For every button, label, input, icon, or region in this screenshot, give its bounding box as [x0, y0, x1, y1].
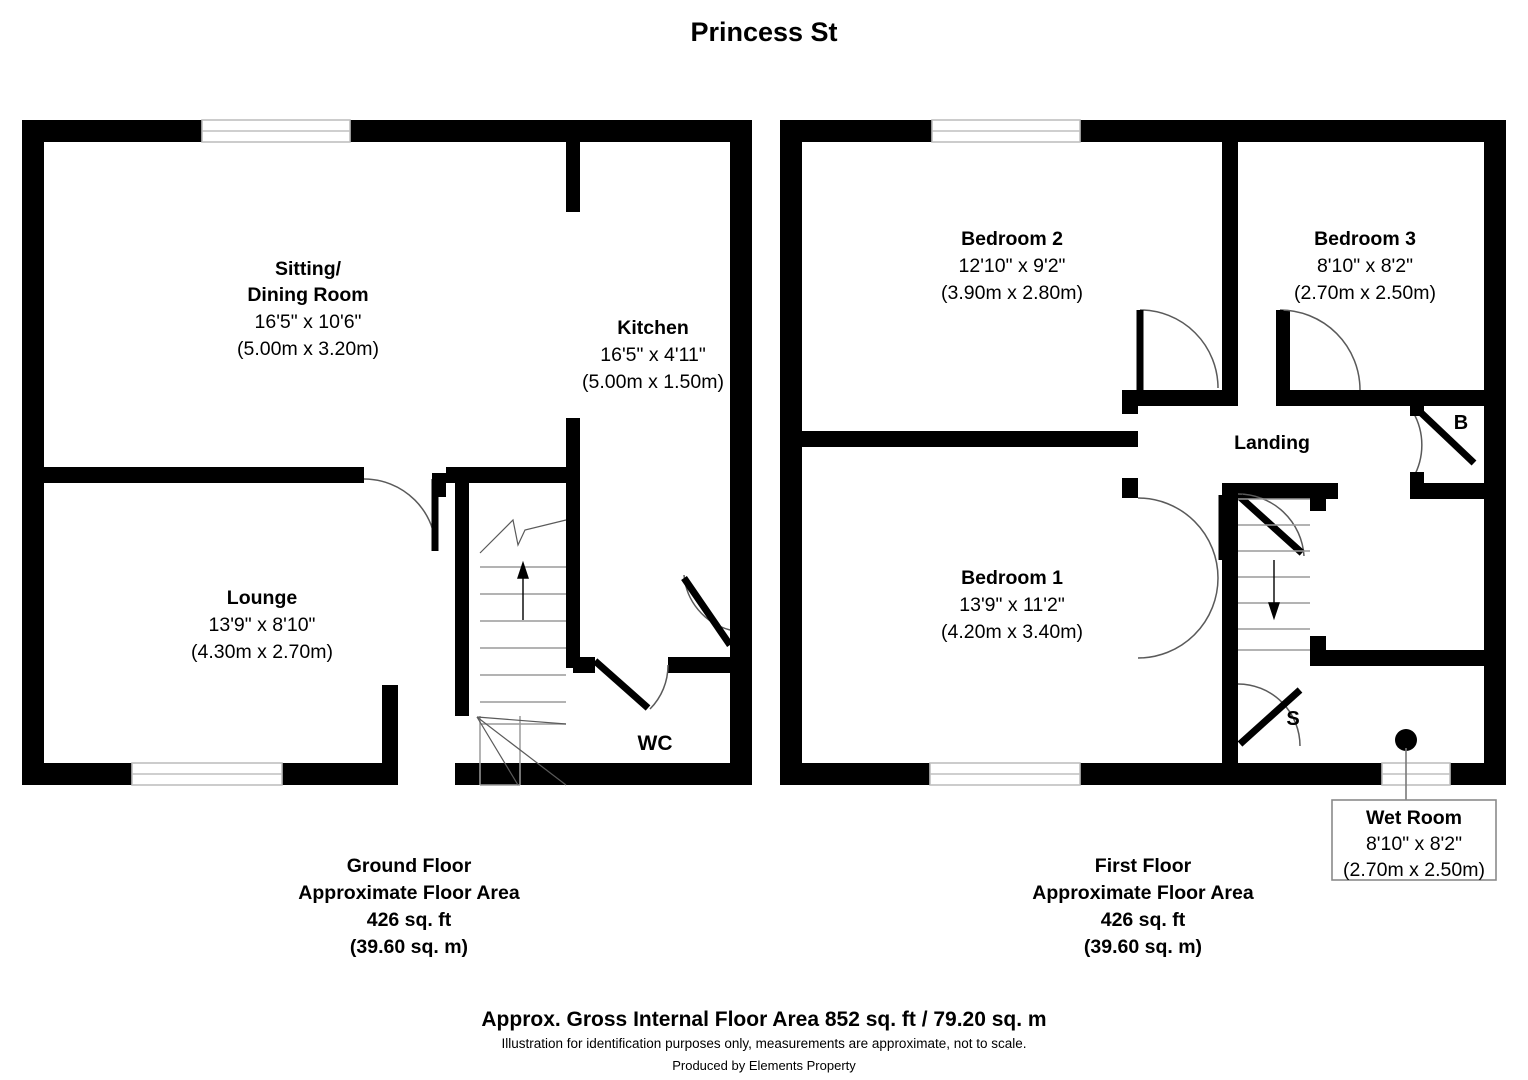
wet-room-dim-metric: (2.70m x 2.50m) — [1343, 859, 1485, 881]
kitchen-label: Kitchen — [617, 317, 689, 339]
ground-partition-stairwall-left — [455, 473, 469, 716]
first-staircase — [1238, 498, 1310, 651]
first-bathroom-jamb-top — [1410, 396, 1424, 416]
bedroom-1-dim-metric: (4.20m x 3.40m) — [941, 621, 1083, 643]
first-landing-jog-left — [1122, 390, 1138, 414]
lounge-door-arc — [363, 478, 437, 552]
ground-floor-plan: Sitting/ Dining Room 16'5" x 10'6" (5.00… — [22, 119, 752, 958]
ground-footer-line3: 426 sq. ft — [367, 909, 452, 931]
kitchen-dim-imperial: 16'5" x 4'11" — [600, 344, 706, 366]
first-window-bottom-large — [929, 762, 1081, 786]
first-footer-line1: First Floor — [1095, 855, 1192, 877]
wet-room-label: Wet Room — [1366, 807, 1462, 829]
ground-footer-line4: (39.60 sq. m) — [350, 936, 468, 958]
ground-floor-walls — [22, 120, 752, 785]
first-landing-outer-jamb-top — [1106, 431, 1122, 447]
lounge-dim-metric: (4.30m x 2.70m) — [191, 641, 333, 663]
bedroom-3-door-arc — [1279, 309, 1361, 391]
ground-floor-area-footer: Ground Floor Approximate Floor Area 426 … — [298, 855, 520, 958]
first-floor-walls — [780, 120, 1506, 785]
wet-room-dim-imperial: 8'10" x 8'2" — [1366, 833, 1462, 855]
first-landing-wall-top-stub — [1276, 390, 1290, 406]
disclaimer-text: Illustration for identification purposes… — [501, 1036, 1026, 1051]
first-bathroom-jamb-bottom — [1410, 472, 1424, 492]
ground-window-top — [201, 119, 351, 143]
first-landing-wall-bottom-right — [1410, 483, 1506, 499]
first-stairwell-wall-left — [1222, 483, 1238, 765]
ground-window-bottom — [131, 762, 283, 786]
first-floor-area-footer: First Floor Approximate Floor Area 426 s… — [1032, 855, 1254, 958]
first-landing-jamb-b — [1122, 478, 1138, 498]
first-landing-wall-top-left — [1138, 390, 1238, 406]
first-floor-labels: Bedroom 2 12'10" x 9'2" (3.90m x 2.80m) … — [941, 228, 1468, 730]
ground-wall-stub-right — [730, 643, 752, 673]
wc-label: WC — [638, 732, 673, 755]
ground-partition-kitchen-mid — [566, 418, 580, 668]
first-floor-plan: Wet Room 8'10" x 8'2" (2.70m x 2.50m) Be… — [780, 119, 1506, 958]
ground-footer-line1: Ground Floor — [347, 855, 472, 877]
lounge-dim-imperial: 13'9" x 8'10" — [209, 614, 316, 636]
first-partition-bed2-bed3 — [1222, 142, 1238, 390]
lounge-label: Lounge — [227, 587, 298, 609]
bedroom-2-label: Bedroom 2 — [961, 228, 1063, 250]
page-footer: Approx. Gross Internal Floor Area 852 sq… — [481, 1008, 1046, 1073]
first-window-top — [931, 119, 1081, 143]
sitting-dining-room-dim-metric: (5.00m x 3.20m) — [237, 338, 379, 360]
ground-partition-stairwall-top — [446, 467, 580, 483]
store-door-leaf — [1237, 687, 1303, 747]
first-footer-line4: (39.60 sq. m) — [1084, 936, 1202, 958]
wc-door-leaf — [592, 658, 651, 711]
ground-floor-labels: Sitting/ Dining Room 16'5" x 10'6" (5.00… — [191, 258, 724, 755]
first-window-bottom-small — [1381, 762, 1451, 786]
sitting-dining-room-label-2: Dining Room — [247, 284, 368, 306]
bedroom-3-label: Bedroom 3 — [1314, 228, 1416, 250]
first-partition-bed2-bed1 — [802, 431, 1122, 447]
bathroom-door-arc — [1412, 411, 1423, 479]
ground-footer-line2: Approximate Floor Area — [298, 882, 520, 904]
sitting-dining-room-dim-imperial: 16'5" x 10'6" — [255, 311, 362, 333]
bathroom-marker: B — [1454, 412, 1468, 434]
first-store-jamb-bottom — [1222, 736, 1238, 765]
bedroom-2-dim-imperial: 12'10" x 9'2" — [959, 255, 1066, 277]
wc-door-arc — [649, 664, 669, 710]
ground-partition-lounge — [34, 467, 364, 483]
first-footer-line3: 426 sq. ft — [1101, 909, 1186, 931]
store-marker: S — [1286, 708, 1299, 730]
ground-stub-hall — [432, 473, 446, 497]
first-landing-jamb-a — [1122, 431, 1138, 447]
wet-room-callout: Wet Room 8'10" x 8'2" (2.70m x 2.50m) — [1331, 799, 1497, 881]
bedroom-1-label: Bedroom 1 — [961, 567, 1063, 589]
bathroom-door-leaf — [1413, 405, 1477, 466]
producer-text: Produced by Elements Property — [672, 1058, 856, 1073]
bedroom-2-door-arc — [1139, 309, 1219, 389]
bedroom-1-door-arc — [1137, 497, 1219, 659]
first-store-jamb — [1310, 636, 1326, 666]
first-stairwell-jamb-right — [1310, 483, 1326, 511]
first-footer-line2: Approximate Floor Area — [1032, 882, 1254, 904]
ground-wc-wall-left — [573, 657, 595, 673]
gross-area-text: Approx. Gross Internal Floor Area 852 sq… — [481, 1008, 1046, 1031]
wet-room-dot — [1395, 729, 1417, 751]
bedroom-3-dim-metric: (2.70m x 2.50m) — [1294, 282, 1436, 304]
kitchen-door-leaf — [681, 576, 733, 647]
first-landing-wall-top-right — [1290, 390, 1506, 406]
store-top-door-arc — [1237, 493, 1305, 557]
bedroom-3-dim-imperial: 8'10" x 8'2" — [1317, 255, 1413, 277]
page-title: Princess St — [690, 17, 837, 47]
bedroom-1-dim-imperial: 13'9" x 11'2" — [959, 594, 1065, 616]
ground-partition-kitchen-top — [566, 142, 580, 212]
first-wetroom-wall-top — [1310, 650, 1506, 666]
ground-staircase — [476, 518, 567, 786]
bedroom-2-dim-metric: (3.90m x 2.80m) — [941, 282, 1083, 304]
wet-room-leader — [1395, 729, 1417, 800]
kitchen-dim-metric: (5.00m x 1.50m) — [582, 371, 724, 393]
sitting-dining-room-label-1: Sitting/ — [275, 258, 342, 280]
landing-label: Landing — [1234, 432, 1310, 454]
